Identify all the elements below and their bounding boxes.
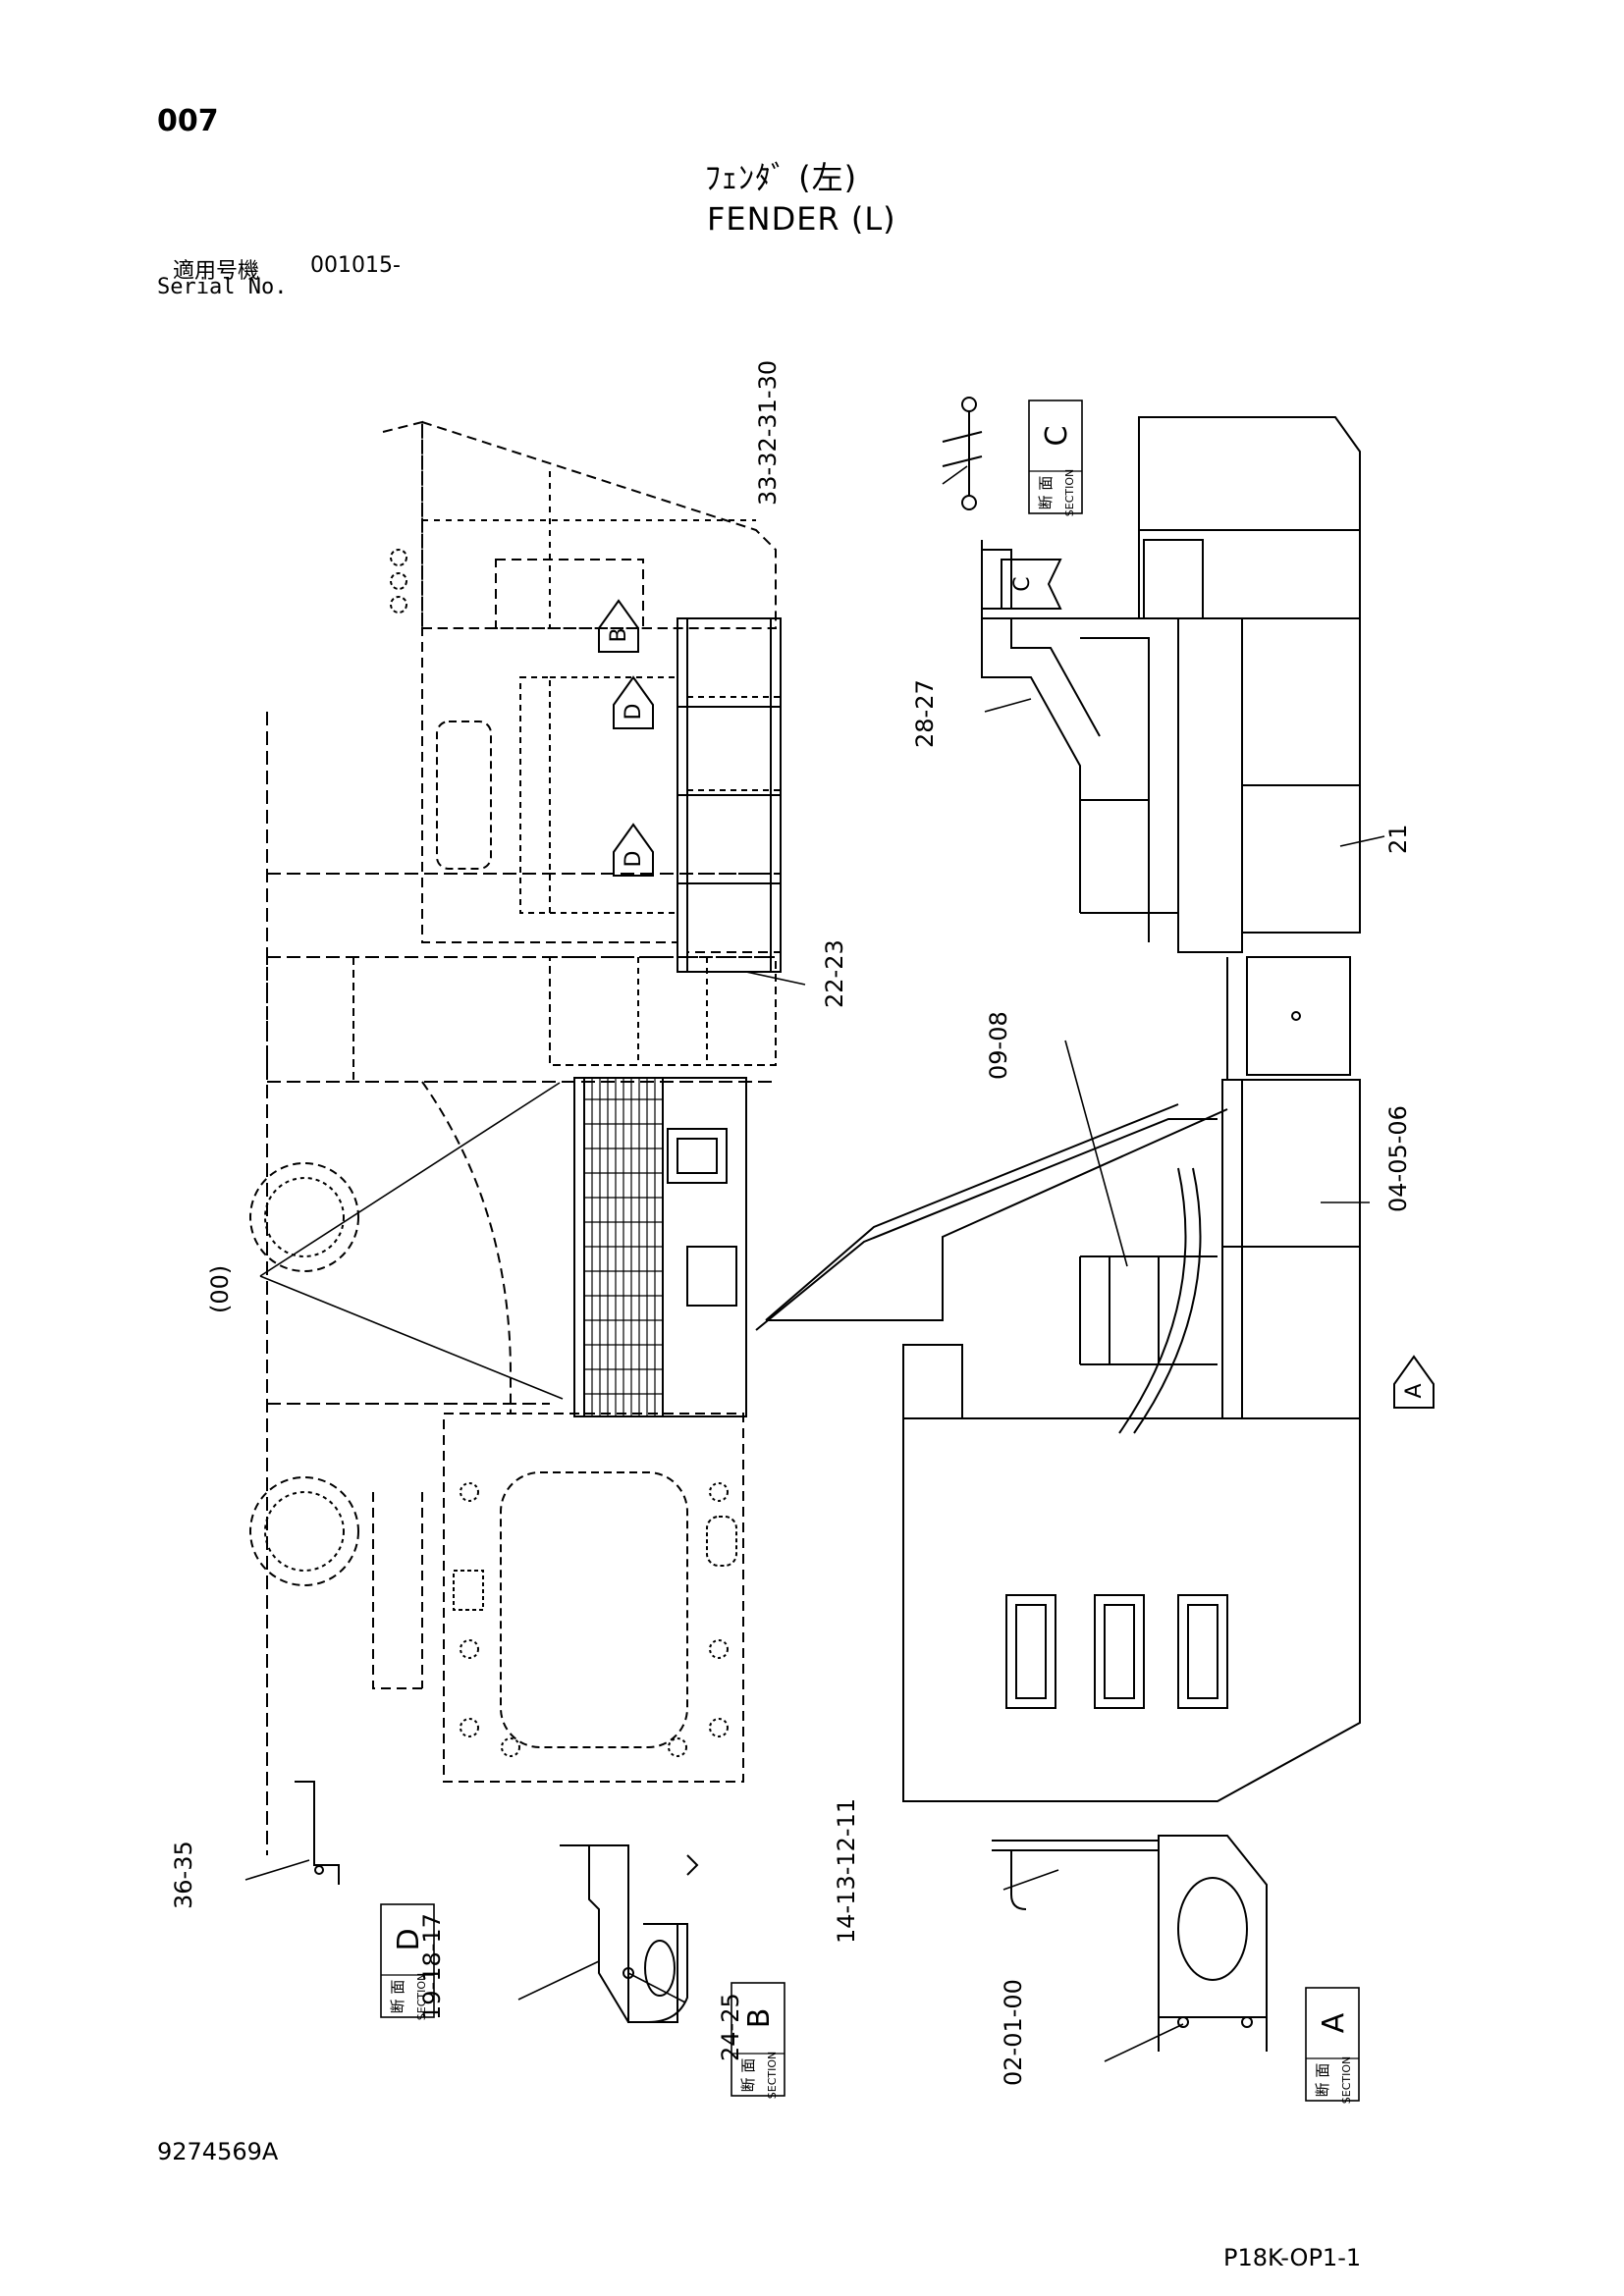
callout-02-00: 02-01-00 (1000, 1979, 1027, 2086)
callout-21: 21 (1384, 824, 1412, 854)
svg-text:B: B (742, 2008, 777, 2029)
callout-14-11: 14-13-12-11 (833, 1798, 860, 1944)
svg-text:D: D (392, 1928, 426, 1950)
svg-text:SECTION: SECTION (1063, 469, 1076, 516)
svg-text:C: C (1040, 426, 1074, 447)
view-marker-c: C (1001, 559, 1062, 610)
svg-text:SECTION: SECTION (1340, 2056, 1353, 2104)
section-a-detail (992, 1835, 1268, 2052)
fender-grating-left (573, 617, 782, 1417)
svg-text:断 面: 断 面 (1314, 2063, 1331, 2098)
svg-text:断 面: 断 面 (1037, 476, 1055, 510)
right-fender-view (755, 416, 1361, 1802)
serial-number: 001015- (310, 253, 401, 278)
section-b-detail (560, 1844, 699, 2023)
view-marker-d-lower: D (613, 823, 654, 877)
svg-text:D: D (622, 851, 646, 868)
drawing-number: 9274569A (157, 2138, 279, 2165)
left-frame-view (249, 420, 782, 1855)
svg-text:SECTION: SECTION (766, 2052, 779, 2099)
callout-04-06: 04-05-06 (1384, 1105, 1412, 1212)
callout-00: (00) (206, 1265, 234, 1313)
svg-text:A: A (1317, 2012, 1351, 2033)
callout-19-17: 19-18-17 (418, 1913, 446, 2020)
svg-text:B: B (607, 627, 631, 642)
section-label-a: 断 面 SECTION A (1305, 1987, 1360, 2104)
leader-lines (244, 465, 1385, 2062)
svg-text:断 面: 断 面 (739, 2058, 757, 2093)
page-code: P18K-OP1-1 (1223, 2244, 1362, 2271)
section-label-c: 断 面 SECTION C (1028, 400, 1083, 516)
view-marker-d-upper: D (613, 675, 654, 729)
section-label-d: 断 面 SECTION D (380, 1903, 435, 2020)
section-label-b: 断 面 SECTION B (731, 1982, 785, 2099)
callout-09-08: 09-08 (985, 1011, 1012, 1080)
svg-text:C: C (1010, 576, 1035, 591)
svg-text:SECTION: SECTION (415, 1973, 428, 2020)
serial-label-english: Serial No. (157, 275, 288, 299)
view-marker-a: A (1393, 1355, 1435, 1409)
title-japanese: ﾌｪﾝﾀﾞ (左) (705, 159, 858, 196)
callout-33-30: 33-32-31-30 (754, 360, 782, 506)
callout-24-25: 24-25 (717, 1993, 744, 2061)
page-number: 007 (157, 104, 219, 138)
callout-22-23: 22-23 (821, 939, 848, 1008)
section-c-detail (942, 397, 983, 510)
section-d-detail (295, 1781, 340, 1885)
view-marker-b: B (598, 599, 639, 653)
svg-text:断 面: 断 面 (389, 1980, 406, 2014)
callout-36-35: 36-35 (170, 1841, 197, 1909)
callout-28-27: 28-27 (911, 679, 939, 748)
svg-text:A: A (1402, 1383, 1427, 1398)
svg-text:D: D (622, 704, 646, 721)
title-english: FENDER (L) (707, 200, 896, 238)
serial-label-japanese: 適用号機 (173, 259, 260, 284)
